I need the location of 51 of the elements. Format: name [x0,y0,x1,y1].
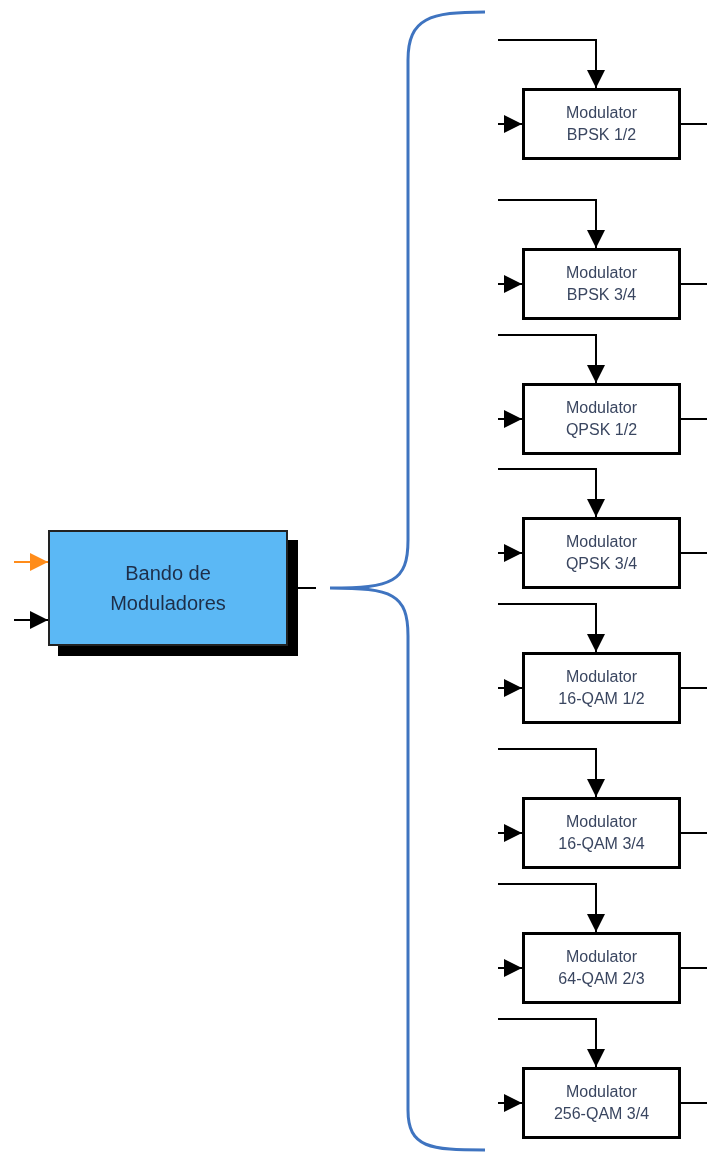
block-label: Modulator [565,667,638,688]
block-label: Modulator [565,947,638,968]
connector-line [680,967,707,969]
arrow [497,679,523,697]
arrow [497,468,605,518]
modulator-box [522,383,681,455]
arrow [497,1094,523,1112]
block-label: Modulator [565,398,638,419]
block-label: Modulator [565,103,638,124]
arrow [497,959,523,977]
block-label: Modulator [565,812,638,833]
modulator-box [522,517,681,589]
block-label: BPSK 3/4 [566,285,637,305]
modulator-box [522,88,681,160]
block-label: Modulator [565,1082,638,1103]
block-label: 64-QAM 2/3 [558,969,645,989]
arrow [13,553,49,571]
arrow [497,1018,605,1068]
connector-line [680,1102,707,1104]
arrow [497,883,605,933]
arrow [13,611,49,629]
arrow [497,603,605,653]
arrow [497,748,605,798]
modulator-box [522,797,681,869]
arrow [497,824,523,842]
connector-line [680,832,707,834]
arrow [497,410,523,428]
block-label: QPSK 1/2 [565,420,638,440]
arrow [497,544,523,562]
connector-line [680,687,707,689]
arrow [497,115,523,133]
modulator-box [522,932,681,1004]
block-label: BPSK 1/2 [566,125,637,145]
modulator-box [522,248,681,320]
block-label: QPSK 3/4 [565,554,638,574]
block-label: 16-QAM 1/2 [558,689,645,709]
modulator-box [522,1067,681,1139]
block-label: Modulator [565,263,638,284]
arrow [497,275,523,293]
block-label: Bando de Moduladores [109,561,227,616]
arrow [497,39,605,89]
arrow [497,334,605,384]
connector-line [680,123,707,125]
modulator-box [522,652,681,724]
connector-line [680,552,707,554]
block-label: 16-QAM 3/4 [558,834,645,854]
block-label: Modulator [565,532,638,553]
block-label: 256-QAM 3/4 [553,1104,650,1124]
connector-line [680,418,707,420]
arrow [497,199,605,249]
connector-line [680,283,707,285]
